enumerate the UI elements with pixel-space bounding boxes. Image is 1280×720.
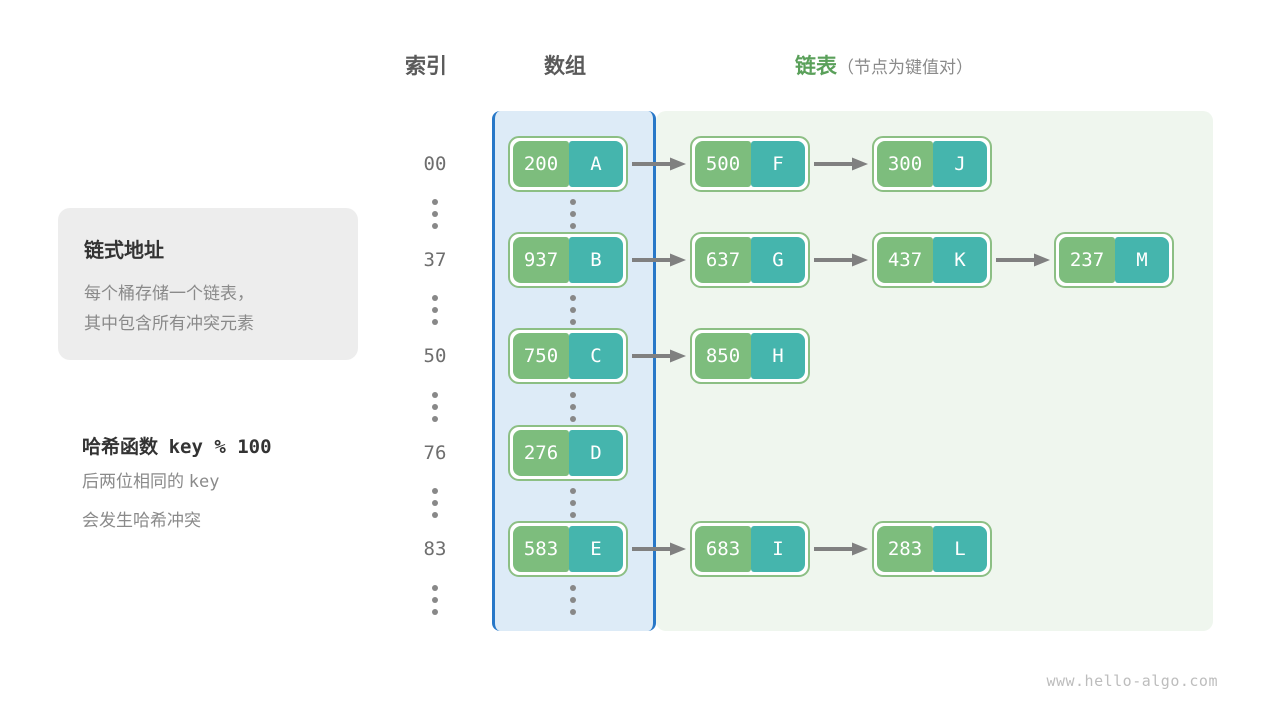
- node-value: J: [933, 141, 987, 187]
- node-key: 276: [513, 430, 569, 476]
- node-value: F: [751, 141, 805, 187]
- index-ellipsis-icon: [432, 585, 440, 615]
- bucket-index-label: 37: [423, 249, 447, 271]
- header-linked-list: 链表（节点为键值对）: [795, 50, 973, 85]
- node-value: A: [569, 141, 623, 187]
- node-value: I: [751, 526, 805, 572]
- watermark: www.hello-algo.com: [1046, 672, 1218, 690]
- node-key: 583: [513, 526, 569, 572]
- array-ellipsis-icon: [570, 199, 578, 229]
- hash-note-line-2: 会发生哈希冲突: [82, 511, 201, 530]
- array-ellipsis-icon: [570, 585, 578, 615]
- bucket-index-label: 50: [423, 345, 447, 367]
- node-value: K: [933, 237, 987, 283]
- hash-function-note: 哈希函数 key % 100 后两位相同的 key 会发生哈希冲突: [82, 432, 382, 536]
- column-headers: 索引 数组 链表（节点为键值对）: [0, 50, 1280, 84]
- node-key: 283: [877, 526, 933, 572]
- node-key: 300: [877, 141, 933, 187]
- node-value: H: [751, 333, 805, 379]
- node-value: D: [569, 430, 623, 476]
- node-key: 437: [877, 237, 933, 283]
- array-ellipsis-icon: [570, 295, 578, 325]
- hash-note-line-1-text: 后两位相同的: [82, 472, 184, 491]
- node-key: 937: [513, 237, 569, 283]
- info-card: 链式地址 每个桶存储一个链表， 其中包含所有冲突元素: [58, 208, 358, 360]
- hash-note-key-token: key: [188, 472, 220, 492]
- bucket-index-label: 00: [423, 153, 447, 175]
- header-index: 索引: [405, 55, 447, 78]
- node-value: G: [751, 237, 805, 283]
- chain-arrow-icon: [810, 232, 872, 288]
- node-key: 850: [695, 333, 751, 379]
- info-card-line-1: 每个桶存储一个链表，: [84, 284, 254, 303]
- header-array: 数组: [544, 55, 586, 78]
- node-value: C: [569, 333, 623, 379]
- index-ellipsis-icon: [432, 392, 440, 422]
- hash-function-expression: key % 100: [168, 436, 272, 458]
- hash-note-line-1: 后两位相同的 key: [82, 466, 382, 498]
- node-key: 200: [513, 141, 569, 187]
- chain-arrow-icon: [810, 521, 872, 577]
- bucket-index-label: 83: [423, 538, 447, 560]
- node-key: 500: [695, 141, 751, 187]
- node-value: L: [933, 526, 987, 572]
- header-linked-list-sub: （节点为键值对）: [837, 58, 973, 77]
- chain-arrow-icon: [628, 136, 690, 192]
- chain-arrow-icon: [810, 136, 872, 192]
- array-ellipsis-icon: [570, 488, 578, 518]
- index-ellipsis-icon: [432, 488, 440, 518]
- hash-function-title: 哈希函数 key % 100: [82, 432, 382, 459]
- chain-arrow-icon: [628, 328, 690, 384]
- node-value: E: [569, 526, 623, 572]
- chain-arrow-icon: [628, 521, 690, 577]
- bucket-index-label: 76: [423, 442, 447, 464]
- node-value: B: [569, 237, 623, 283]
- node-key: 637: [695, 237, 751, 283]
- node-value: M: [1115, 237, 1169, 283]
- header-linked-list-main: 链表: [795, 55, 837, 78]
- info-card-title: 链式地址: [84, 240, 164, 262]
- array-ellipsis-icon: [570, 392, 578, 422]
- index-ellipsis-icon: [432, 199, 440, 229]
- chain-arrow-icon: [992, 232, 1054, 288]
- node-key: 683: [695, 526, 751, 572]
- node-key: 750: [513, 333, 569, 379]
- chain-arrow-icon: [628, 232, 690, 288]
- node-key: 237: [1059, 237, 1115, 283]
- hash-function-label: 哈希函数: [82, 437, 159, 458]
- index-ellipsis-icon: [432, 295, 440, 325]
- info-card-line-2: 其中包含所有冲突元素: [84, 314, 254, 333]
